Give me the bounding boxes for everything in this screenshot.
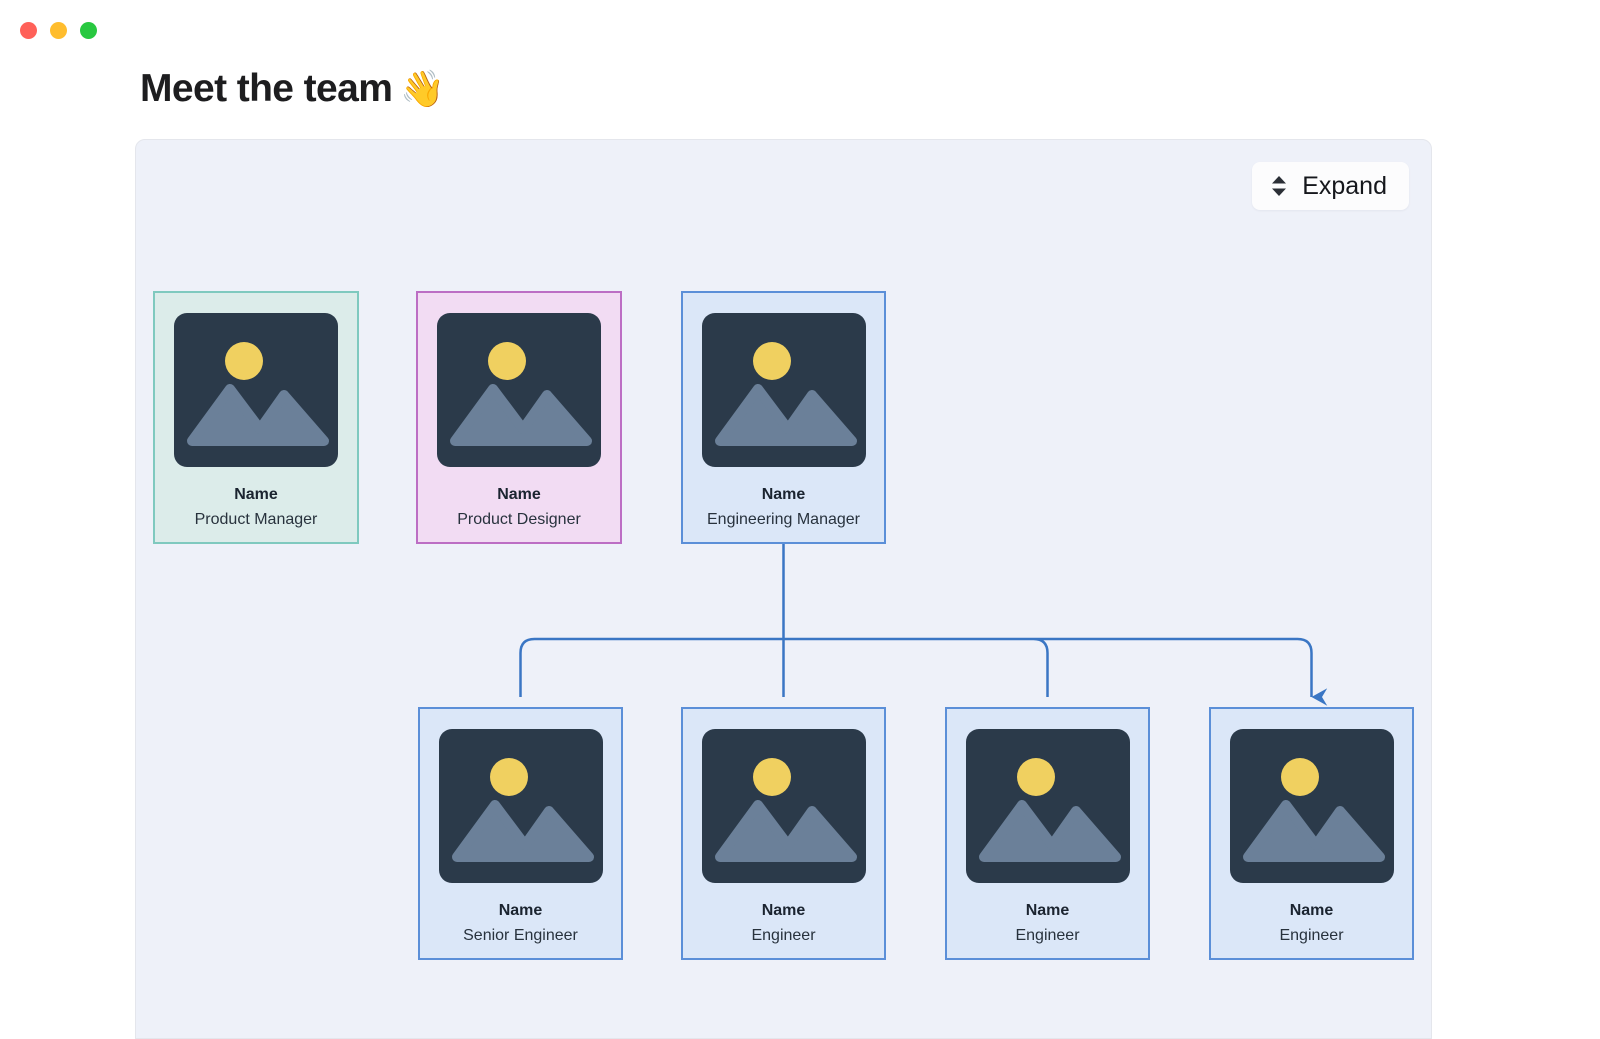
avatar-image-placeholder-icon bbox=[174, 313, 338, 467]
page-title-text: Meet the team bbox=[140, 67, 393, 110]
avatar-image-placeholder-icon bbox=[438, 729, 603, 883]
chevron-up-down-icon bbox=[1272, 176, 1287, 196]
org-node-role: Product Designer bbox=[457, 511, 581, 529]
page-title: Meet the team👋 bbox=[140, 66, 445, 113]
traffic-lights bbox=[20, 21, 97, 39]
org-node-role: Senior Engineer bbox=[463, 927, 578, 945]
org-node-name: Name bbox=[1289, 902, 1334, 919]
org-node-name: Name bbox=[1025, 902, 1070, 919]
avatar-image-placeholder-icon bbox=[965, 729, 1130, 883]
waving-hand-icon: 👋 bbox=[400, 68, 445, 109]
avatar-image-placeholder-icon bbox=[437, 313, 601, 467]
org-node-role: Engineer bbox=[1015, 927, 1080, 945]
org-node-name: Name bbox=[234, 486, 278, 503]
avatar-image-placeholder-icon bbox=[701, 313, 866, 467]
maximize-window-button[interactable] bbox=[80, 21, 97, 39]
org-node-role: Engineer bbox=[1279, 927, 1344, 945]
expand-button-label: Expand bbox=[1302, 171, 1387, 200]
org-node-name: Name bbox=[498, 902, 543, 919]
org-node-role: Engineering Manager bbox=[707, 511, 860, 529]
close-window-button[interactable] bbox=[20, 21, 37, 39]
org-node-role: Engineer bbox=[751, 927, 816, 945]
org-node-name: Name bbox=[497, 486, 541, 503]
avatar-image-placeholder-icon bbox=[701, 729, 866, 883]
minimize-window-button[interactable] bbox=[50, 21, 67, 39]
org-node-name: Name bbox=[761, 902, 806, 919]
org-node-name: Name bbox=[761, 486, 806, 503]
expand-button[interactable]: Expand bbox=[1252, 162, 1409, 210]
avatar-image-placeholder-icon bbox=[1229, 729, 1394, 883]
window-titlebar bbox=[0, 0, 1600, 60]
org-node-role: Product Manager bbox=[194, 511, 318, 529]
